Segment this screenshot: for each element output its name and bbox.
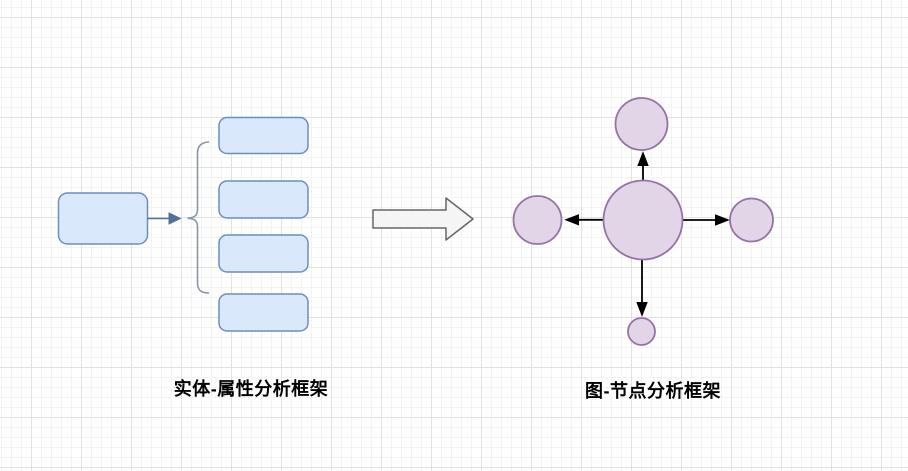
right-node-circle[interactable]	[729, 197, 774, 243]
attribute-box-4[interactable]	[218, 293, 309, 332]
entity-connector-arrow[interactable]	[147, 212, 182, 225]
attribute-box-1[interactable]	[218, 116, 309, 155]
transform-arrow[interactable]	[372, 197, 474, 241]
attribute-box-3[interactable]	[218, 234, 309, 273]
graph-edge-down[interactable]	[636, 260, 648, 317]
graph-edge-left[interactable]	[564, 214, 604, 226]
entity-box[interactable]	[57, 192, 149, 245]
left-framework-label: 实体-属性分析框架	[173, 379, 329, 399]
bottom-node-circle[interactable]	[627, 317, 656, 346]
left-node-circle[interactable]	[512, 195, 563, 245]
top-node-circle[interactable]	[614, 97, 669, 151]
curly-brace[interactable]	[187, 141, 210, 294]
center-node-circle[interactable]	[602, 179, 684, 261]
graph-edge-right[interactable]	[683, 214, 730, 226]
right-framework-label: 图-节点分析框架	[585, 381, 721, 401]
graph-edge-up[interactable]	[637, 151, 649, 182]
attribute-box-2[interactable]	[218, 180, 309, 219]
